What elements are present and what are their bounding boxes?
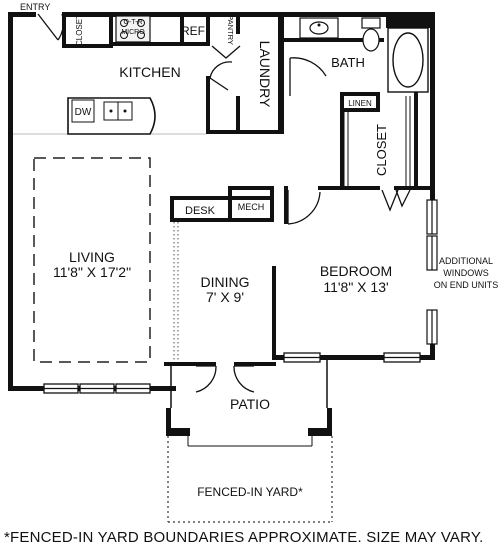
- kitchen-island: [67, 97, 156, 135]
- living-dimensions: 11'8" X 17'2": [53, 264, 131, 280]
- otr-label: O-T-R: [123, 19, 142, 26]
- fenced-yard-boundary: [167, 436, 333, 523]
- living-label: LIVING: [69, 249, 115, 265]
- desk-label: DESK: [185, 205, 216, 217]
- bedroom-closet-label: CLOSET: [374, 124, 389, 176]
- footnote: *FENCED-IN YARD BOUNDARIES APPROXIMATE. …: [4, 529, 484, 546]
- interior-walls: [62, 12, 432, 366]
- bathtub-icon: [387, 27, 429, 93]
- pantry-label: PANTRY: [226, 15, 235, 45]
- bedroom-label: BEDROOM: [320, 263, 392, 279]
- windows-note-line-1: ADDITIONAL: [439, 256, 493, 266]
- laundry-label: LAUNDRY: [257, 41, 273, 108]
- bath-sink-icon: [299, 17, 339, 39]
- yard-label: FENCED-IN YARD*: [197, 485, 303, 499]
- dining-dimensions: 7' X 9': [206, 289, 244, 305]
- bedroom-dimensions: 11'8" X 13': [323, 279, 388, 295]
- entry-label: ENTRY: [20, 2, 50, 12]
- windows-note-line-3: ON END UNITS: [434, 280, 499, 290]
- dining-label: DINING: [201, 274, 250, 290]
- entry-closet-label: CLOSET: [75, 14, 84, 46]
- doors: [37, 13, 411, 393]
- linen-label: LINEN: [348, 99, 372, 108]
- bath-label: BATH: [331, 55, 365, 70]
- windows-note-line-2: WINDOWS: [443, 268, 489, 278]
- patio-walls: [166, 360, 332, 447]
- room-labels: ENTRY CLOSET O-T-R MICRO REF PANTRY KITC…: [20, 2, 498, 499]
- dw-label: DW: [75, 107, 92, 118]
- bedroom-windows: [283, 352, 421, 363]
- kitchen-label: KITCHEN: [119, 64, 180, 80]
- living-windows: [43, 383, 151, 394]
- dining-boundary: [173, 222, 179, 362]
- mech-label: MECH: [238, 202, 265, 212]
- ref-label: REF: [181, 24, 205, 38]
- toilet-icon: [361, 17, 381, 52]
- micro-label: MICRO: [121, 29, 145, 36]
- wall-shelving: [343, 96, 411, 186]
- living-rug-outline: [33, 157, 151, 363]
- patio-label: PATIO: [230, 396, 270, 412]
- end-unit-windows: [426, 199, 438, 345]
- range-icon: [115, 15, 151, 43]
- exterior-walls: [8, 12, 435, 391]
